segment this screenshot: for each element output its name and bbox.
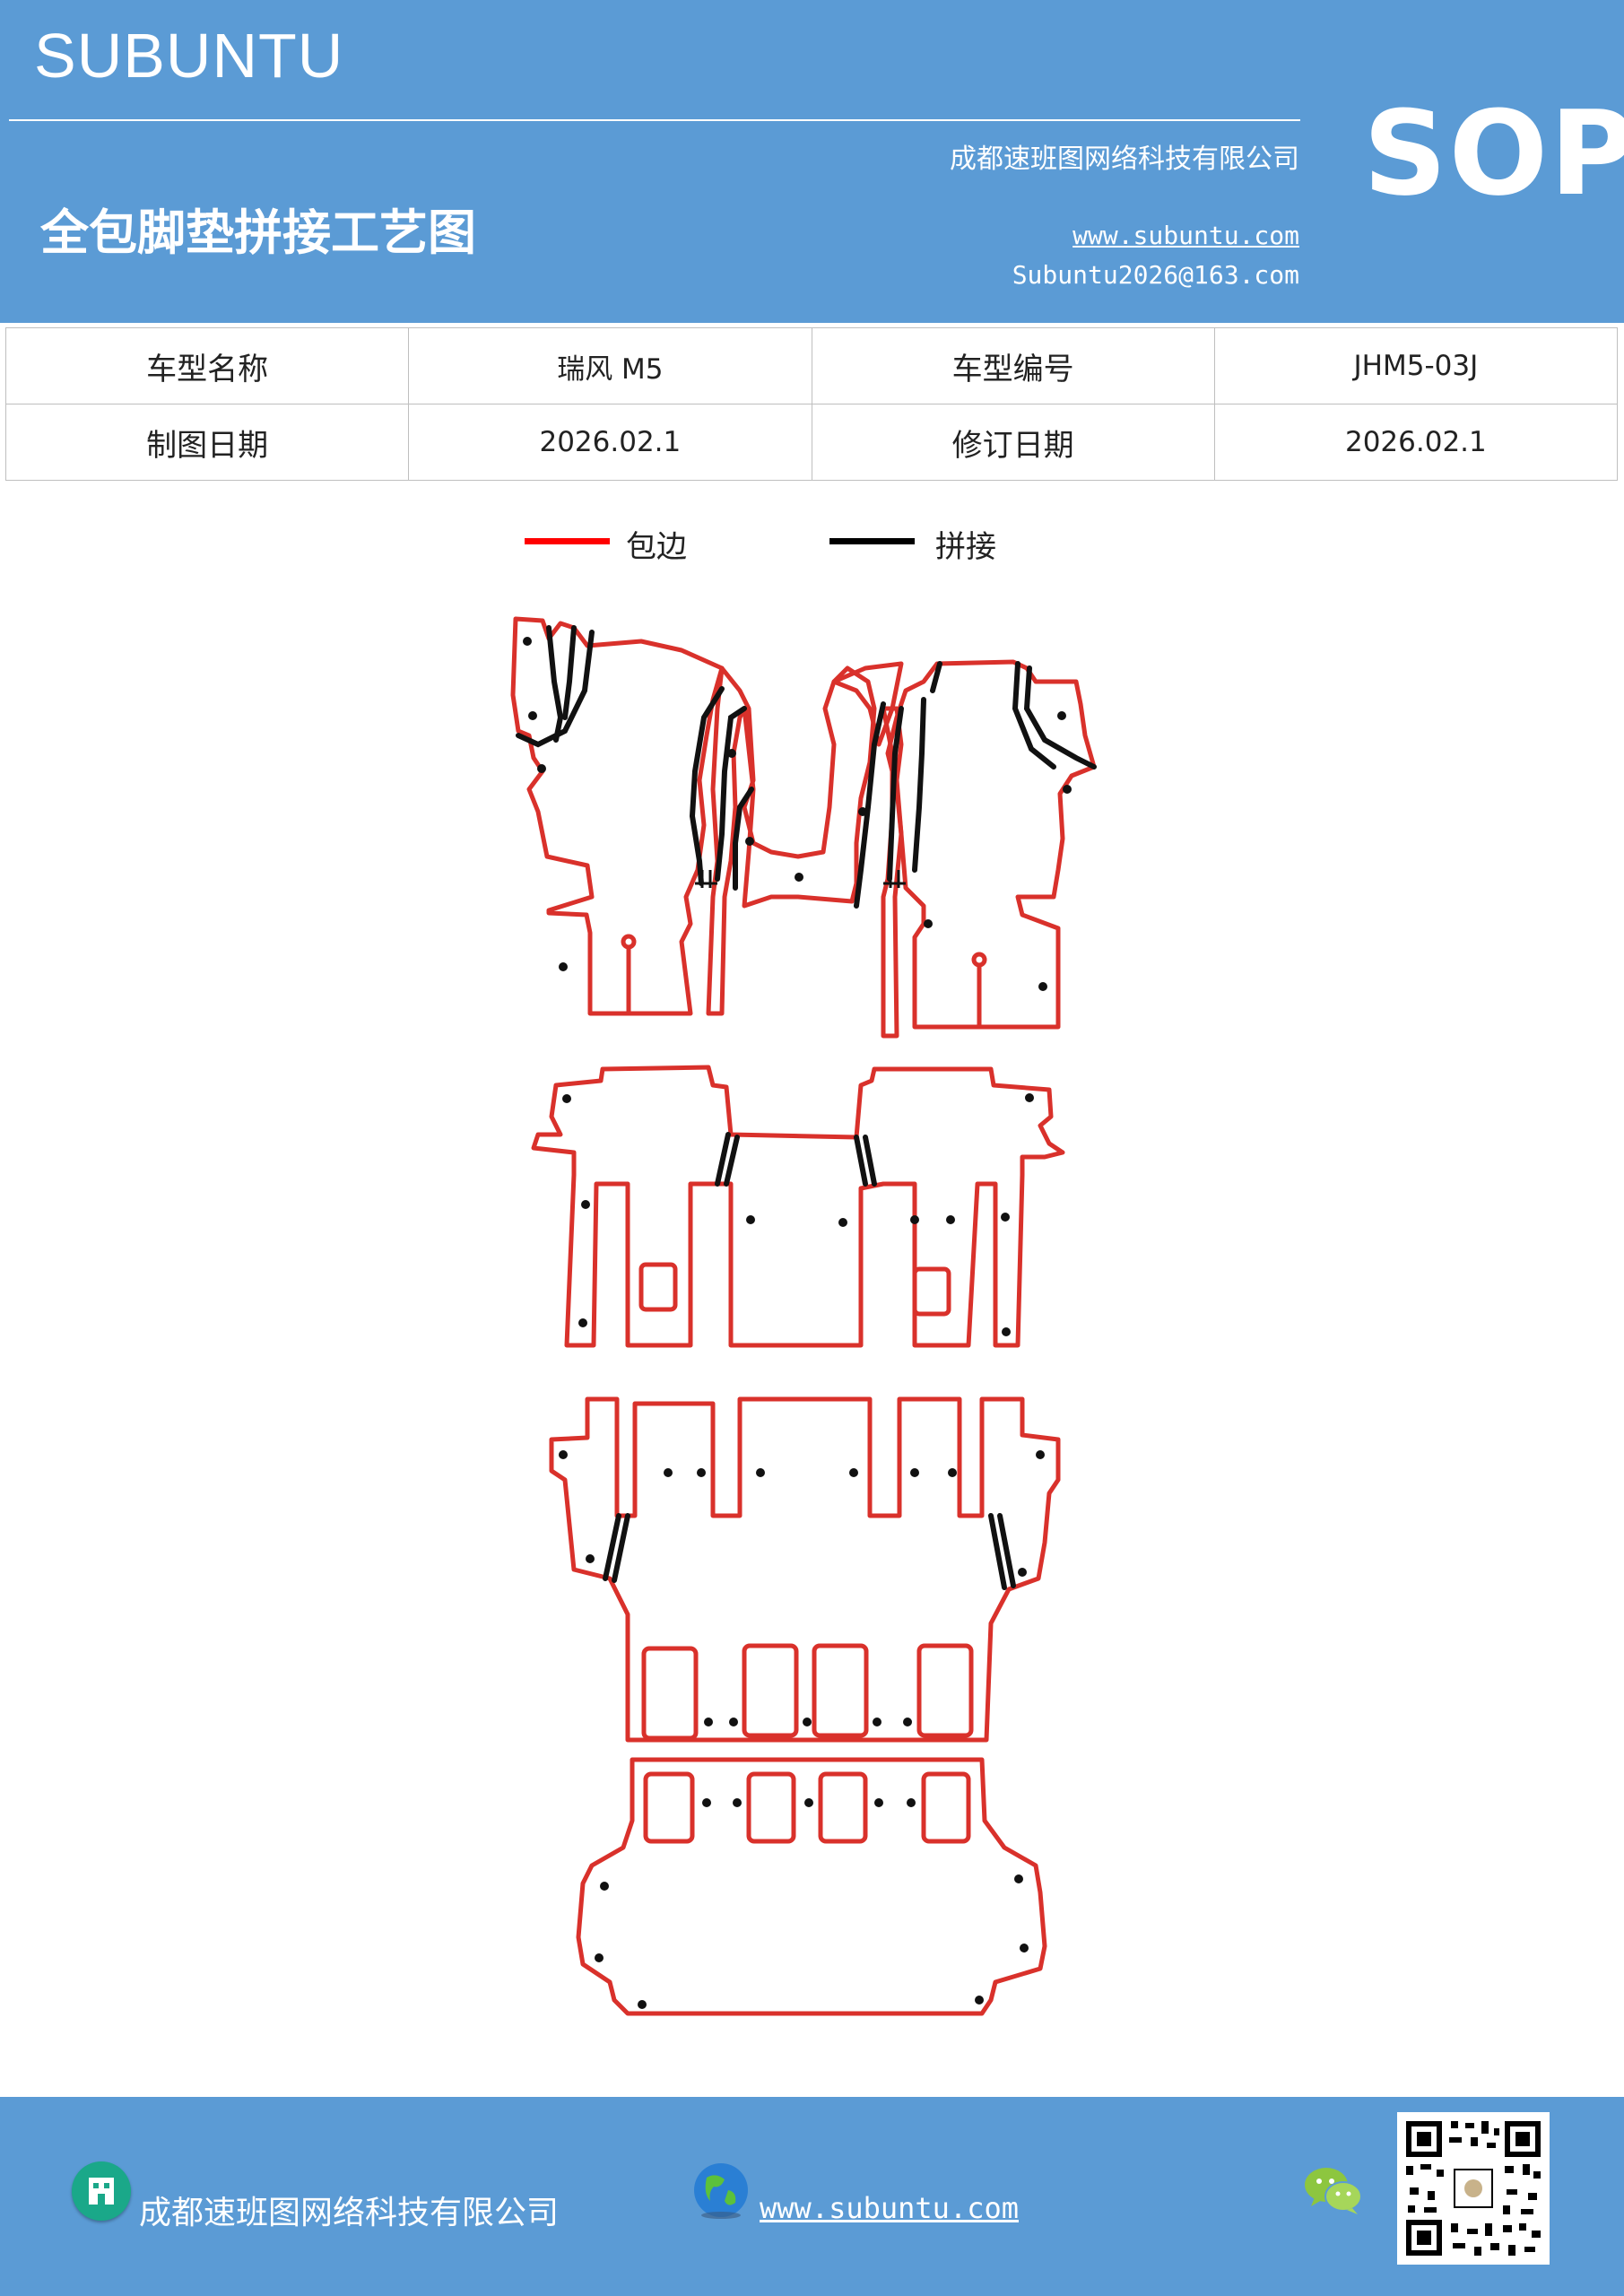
company-name: 成都速班图网络科技有限公司 xyxy=(950,144,1299,175)
brand-name: SUBUNTU xyxy=(34,21,344,91)
joint-line xyxy=(997,1513,1016,1588)
legend-edge-swatch xyxy=(525,538,610,544)
joint-line xyxy=(863,1135,877,1187)
trunk-mat xyxy=(576,1757,1047,2016)
joint-line xyxy=(603,1513,621,1581)
qr-code[interactable] xyxy=(1397,2112,1550,2265)
joint-line xyxy=(715,706,747,882)
cutout xyxy=(742,1643,799,1738)
cutout xyxy=(921,1771,971,1844)
document-title: 全包脚垫拼接工艺图 xyxy=(40,204,476,261)
joint-line xyxy=(715,1132,731,1187)
joint-line xyxy=(724,1135,740,1187)
joint-marker xyxy=(695,870,717,888)
joint-line xyxy=(546,625,564,743)
footer-website-link[interactable]: www.subuntu.com xyxy=(760,2191,1019,2225)
header-divider xyxy=(9,119,1300,121)
label-cell: 制图日期 xyxy=(4,404,410,481)
cutout xyxy=(912,1266,951,1317)
third-row-mat xyxy=(549,1396,1061,1743)
header-banner: SUBUNTU 成都速班图网络科技有限公司 全包脚垫拼接工艺图 www.subu… xyxy=(0,0,1624,323)
joint-line xyxy=(854,1135,868,1187)
second-row-mat xyxy=(531,1065,1065,1348)
joint-line xyxy=(612,1513,630,1583)
joint-line xyxy=(854,701,886,909)
legend-edge-label: 包边 xyxy=(626,529,687,565)
value-cell: 2026.02.1 xyxy=(1213,404,1619,481)
cutout xyxy=(643,1771,695,1844)
label-cell: 车型编号 xyxy=(811,327,1215,404)
legend-joint-swatch xyxy=(829,538,915,544)
value-cell: 2026.02.1 xyxy=(408,404,812,481)
cutout xyxy=(812,1643,869,1738)
cutout xyxy=(916,1643,974,1738)
website-link[interactable]: www.subuntu.com xyxy=(1073,221,1299,250)
cutout xyxy=(818,1771,868,1844)
email-address: Subuntu2026@163.com xyxy=(1012,260,1299,290)
value-cell: 瑞风 M5 xyxy=(408,327,812,404)
joint-line xyxy=(930,661,942,693)
joint-line xyxy=(516,630,595,748)
front-left-mat xyxy=(510,616,725,1016)
joint-line xyxy=(912,697,926,873)
wechat-icon[interactable] xyxy=(1302,2163,1365,2217)
joint-marker xyxy=(883,870,906,888)
label-cell: 修订日期 xyxy=(811,404,1215,481)
globe-icon xyxy=(690,2160,751,2221)
joint-line xyxy=(988,1513,1007,1590)
front-center-mat xyxy=(706,665,877,1016)
joint-line xyxy=(887,706,904,882)
cutout xyxy=(641,1646,699,1741)
footer-company: 成都速班图网络科技有限公司 xyxy=(139,2195,560,2231)
footer-banner: 成都速班图网络科技有限公司 www.subuntu.com xyxy=(0,2097,1624,2296)
legend: 包边 拼接 xyxy=(0,522,1624,576)
vehicle-info-table: 车型名称 瑞风 M5 车型编号 JHM5-03J 制图日期 2026.02.1 … xyxy=(4,327,1619,481)
value-cell: JHM5-03J xyxy=(1213,327,1619,404)
joint-line xyxy=(1012,661,1056,770)
legend-joint-label: 拼接 xyxy=(935,529,996,565)
joint-line xyxy=(689,686,725,886)
table-row: 车型名称 瑞风 M5 车型编号 JHM5-03J xyxy=(4,327,1619,404)
front-left-strip xyxy=(831,661,904,747)
label-cell: 车型名称 xyxy=(4,327,410,404)
fastener-dots xyxy=(523,637,1072,2009)
joint-line xyxy=(733,787,754,891)
table-row: 制图日期 2026.02.1 修订日期 2026.02.1 xyxy=(4,404,1619,481)
building-icon xyxy=(72,2161,131,2221)
floor-mat-diagram xyxy=(510,616,1097,2016)
sop-badge: SOP xyxy=(1363,85,1624,222)
cutout xyxy=(638,1262,678,1312)
joint-line xyxy=(1023,665,1097,770)
cutout xyxy=(746,1771,796,1844)
zip-circle xyxy=(621,934,637,950)
zip-circle xyxy=(971,952,987,968)
joint-line xyxy=(562,625,577,720)
